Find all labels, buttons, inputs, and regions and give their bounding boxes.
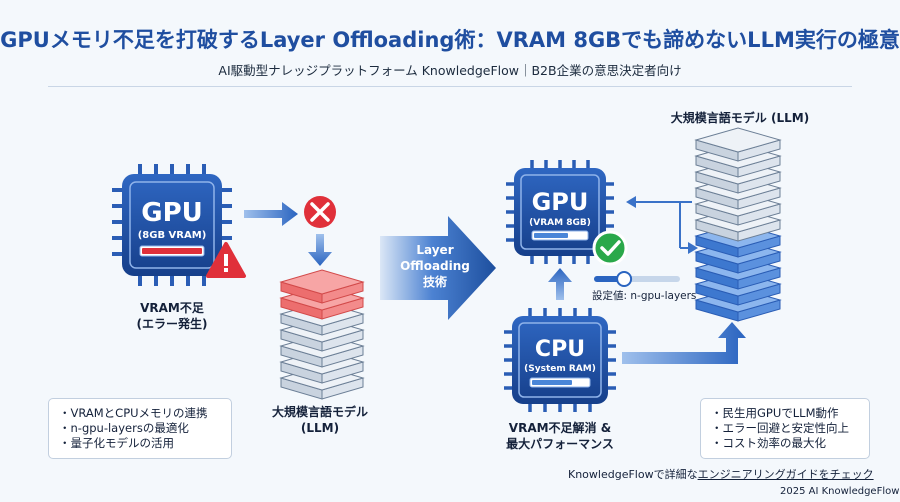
right-points-box: ・民生用GPUでLLM動作 ・エラー回避と安定性向上 ・コスト効率の最大化 bbox=[700, 398, 870, 459]
layer-offloading-arrow bbox=[380, 216, 496, 320]
gpu-llm-connector bbox=[626, 196, 698, 254]
cta-line: KnowledgeFlowで詳細なエンジニアリングガイドをチェック bbox=[568, 466, 874, 482]
gpu-label-left: GPU bbox=[141, 198, 203, 228]
gpu-sublabel-left: (8GB VRAM) bbox=[138, 230, 207, 241]
right-result-caption: VRAM不足解消 & 最大パフォーマンス bbox=[490, 420, 630, 452]
cpu-sublabel: (System RAM) bbox=[524, 364, 596, 374]
llm-layer-red-2 bbox=[279, 269, 365, 304]
llm-title-right: 大規模言語モデル (LLM) bbox=[670, 111, 810, 125]
gpu-chip-right: GPU (VRAM 8GB) bbox=[506, 160, 614, 264]
header-divider bbox=[48, 86, 852, 87]
gpu-caption-line-1: VRAM不足 bbox=[140, 301, 204, 315]
gpu-sublabel-right: (VRAM 8GB) bbox=[529, 218, 591, 228]
slider-knob[interactable] bbox=[616, 271, 633, 287]
right-point-1: ・民生用GPUでLLM動作 bbox=[711, 406, 839, 420]
llm-stack-right bbox=[694, 127, 782, 322]
n-gpu-layers-slider[interactable] bbox=[594, 271, 680, 287]
gpu-caption-line-2: (エラー発生) bbox=[136, 317, 208, 331]
arrow-right-small bbox=[244, 202, 298, 226]
arrow-text-2: Offloading bbox=[400, 259, 470, 273]
check-icon bbox=[592, 230, 628, 266]
vram-full-bar bbox=[142, 248, 202, 254]
ram-usage-bar bbox=[532, 380, 572, 385]
slider-label: 設定値: n-gpu-layers bbox=[592, 289, 696, 302]
gpu-error-caption: VRAM不足 (エラー発生) bbox=[112, 300, 232, 332]
left-point-2: ・n-gpu-layersの最適化 bbox=[59, 421, 189, 435]
error-x-icon bbox=[304, 196, 336, 228]
right-point-2: ・エラー回避と安定性向上 bbox=[711, 421, 849, 435]
arrow-down-small bbox=[308, 234, 332, 266]
left-points-box: ・VRAMとCPUメモリの連携 ・n-gpu-layersの最適化 ・量子化モデ… bbox=[48, 398, 232, 459]
arrow-up-cpu-gpu bbox=[548, 268, 572, 300]
llm-stack-left bbox=[279, 269, 365, 400]
copyright: 2025 AI KnowledgeFlow bbox=[780, 486, 900, 497]
left-point-3: ・量子化モデルの活用 bbox=[59, 436, 174, 450]
result-caption-line-2: 最大パフォーマンス bbox=[506, 437, 614, 451]
llm-layer-grey-right-6 bbox=[694, 127, 782, 162]
gpu-label-right: GPU bbox=[532, 188, 589, 216]
result-caption-line-1: VRAM不足解消 & bbox=[508, 421, 612, 435]
cta-prefix: KnowledgeFlowで詳細な bbox=[568, 468, 698, 481]
llm-caption-line-1: 大規模言語モデル bbox=[271, 405, 368, 419]
left-point-1: ・VRAMとCPUメモリの連携 bbox=[59, 406, 208, 420]
page-subtitle: AI駆動型ナレッジプラットフォーム KnowledgeFlow｜B2B企業の意思… bbox=[218, 63, 682, 78]
page-title: GPUメモリ不足を打破するLayer Offloading術：VRAM 8GBで… bbox=[0, 28, 900, 52]
cpu-chip: CPU (System RAM) bbox=[504, 308, 616, 412]
vram-usage-bar bbox=[534, 233, 568, 238]
cpu-label: CPU bbox=[535, 337, 585, 362]
right-point-3: ・コスト効率の最大化 bbox=[711, 436, 826, 450]
gpu-chip-left: GPU (8GB VRAM) bbox=[112, 164, 232, 286]
warning-icon bbox=[206, 242, 246, 278]
llm-caption-line-2: (LLM) bbox=[300, 421, 340, 435]
arrow-cpu-to-llm bbox=[622, 322, 746, 364]
arrow-text-1: Layer bbox=[416, 243, 453, 257]
engineering-guide-link[interactable]: エンジニアリングガイドをチェック bbox=[697, 468, 874, 481]
arrow-text-3: 技術 bbox=[423, 274, 447, 289]
llm-caption-left: 大規模言語モデル (LLM) bbox=[260, 404, 380, 436]
